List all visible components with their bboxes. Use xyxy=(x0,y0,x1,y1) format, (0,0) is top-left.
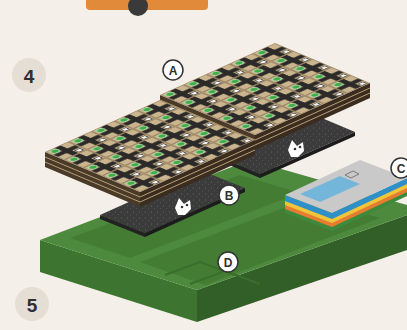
callout-letter: C xyxy=(397,163,406,175)
banner-badge xyxy=(128,0,148,16)
callout-circle xyxy=(163,60,183,80)
card-stack xyxy=(285,160,407,231)
callout-letter: A xyxy=(169,65,178,77)
callout-circle xyxy=(391,158,407,178)
step-circle xyxy=(12,58,46,92)
callout-circle xyxy=(219,185,239,205)
step-number: 4 xyxy=(24,66,35,85)
step-number: 5 xyxy=(27,295,38,314)
callout-letter: D xyxy=(224,257,233,269)
tile-board xyxy=(45,100,255,207)
callout-letter: B xyxy=(225,190,234,202)
step-circle xyxy=(15,287,49,321)
callout-circle xyxy=(218,252,238,272)
